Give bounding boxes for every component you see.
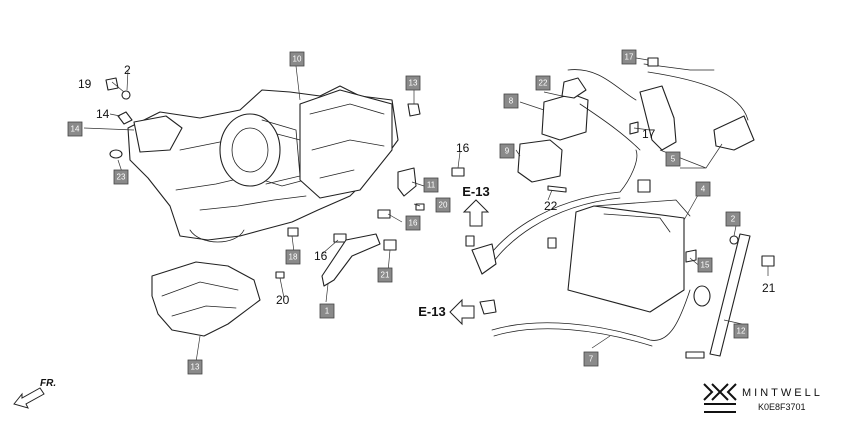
callout-16-top[interactable]: 16 [456,141,470,155]
svg-text:12: 12 [737,327,746,336]
svg-text:5: 5 [671,155,676,164]
svg-text:7: 7 [589,355,594,364]
svg-text:20: 20 [439,201,448,210]
ref-arrow-upper: E-13 [462,184,490,227]
svg-text:17: 17 [625,53,634,62]
svg-text:13: 13 [409,79,418,88]
callout-23[interactable]: 23 [113,169,129,185]
callout-22-bottom[interactable]: 22 [544,199,558,213]
svg-text:14: 14 [71,125,80,134]
callout-15[interactable]: 15 [697,257,713,273]
callout-13-lower[interactable]: 13 [187,359,203,375]
battery-assembly [465,57,775,359]
svg-text:2: 2 [731,215,736,224]
callout-20-mid[interactable]: 20 [435,197,451,213]
brand-name: MINTWELL [742,387,823,399]
callout-14[interactable]: 14 [67,121,83,137]
leader-lines-left [83,65,461,363]
brand-logo: MINTWELL K0E8F3701 [703,383,823,413]
svg-text:15: 15 [701,261,710,270]
callout-11[interactable]: 11 [423,177,439,193]
callout-21-right[interactable]: 21 [762,281,776,295]
callout-16-mid[interactable]: 16 [405,215,421,231]
svg-text:22: 22 [539,79,548,88]
callout-17-top[interactable]: 17 [621,49,637,65]
ref-label-lower: E-13 [418,304,445,319]
frame-assembly [105,77,465,337]
callout-13-upper[interactable]: 13 [405,75,421,91]
callout-2-left[interactable]: 2 [124,63,131,77]
svg-text:18: 18 [289,253,298,262]
svg-text:1: 1 [325,307,330,316]
diagram-code: K0E8F3701 [758,402,806,412]
callout-7[interactable]: 7 [583,351,599,367]
callout-9[interactable]: 9 [499,143,515,159]
ref-label-upper: E-13 [462,184,489,199]
svg-text:23: 23 [117,173,126,182]
svg-text:10: 10 [293,55,302,64]
callout-22-top[interactable]: 22 [535,75,551,91]
callout-16-bottom[interactable]: 16 [314,249,328,263]
callout-18[interactable]: 18 [285,249,301,265]
callout-4[interactable]: 4 [695,181,711,197]
svg-text:16: 16 [409,219,418,228]
callout-12[interactable]: 12 [733,323,749,339]
svg-text:11: 11 [427,181,436,190]
callout-5[interactable]: 5 [665,151,681,167]
callout-1[interactable]: 1 [319,303,335,319]
callout-10[interactable]: 10 [289,51,305,67]
callout-19[interactable]: 19 [78,77,92,91]
logo-mark-icon [703,383,737,401]
direction-label: FR. [40,378,56,389]
svg-text:8: 8 [509,97,514,106]
svg-text:21: 21 [381,271,390,280]
leader-lines-right [515,57,769,349]
callout-14-plain[interactable]: 14 [96,107,110,121]
callout-21-left[interactable]: 21 [377,267,393,283]
callout-20-bottom[interactable]: 20 [276,293,290,307]
svg-text:13: 13 [191,363,200,372]
svg-text:9: 9 [505,147,510,156]
svg-text:4: 4 [701,185,706,194]
callout-8[interactable]: 8 [503,93,519,109]
callout-17-mid[interactable]: 17 [642,127,656,141]
front-direction-arrow: FR. [13,378,56,409]
callout-2-right[interactable]: 2 [725,211,741,227]
ref-arrow-lower: E-13 [418,298,475,326]
